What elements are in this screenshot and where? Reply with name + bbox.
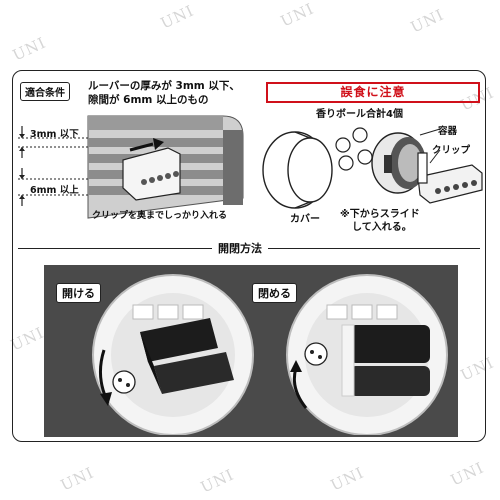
open-close-title: 開閉方法 — [212, 240, 268, 256]
cover-label: カバー — [290, 214, 320, 225]
thickness-label: 3mm 以下 — [30, 129, 79, 140]
close-label: 閉める — [252, 283, 297, 303]
balls-label: 香りボール合計4個 — [316, 109, 403, 120]
watermark-3: UNI — [407, 5, 447, 37]
watermark-11: UNI — [447, 458, 487, 490]
instruction-frame — [12, 70, 486, 442]
choking-warning: 誤食に注意 — [266, 82, 480, 103]
watermark-2: UNI — [277, 0, 317, 31]
louver-illustration — [18, 115, 244, 219]
open-label: 開ける — [56, 283, 101, 303]
conditions-line-1: ルーバーの厚みが 3mm 以下、 — [88, 80, 240, 92]
close-illustration — [286, 274, 448, 435]
watermark-9: UNI — [197, 465, 237, 497]
clip-label: クリップ — [432, 145, 471, 156]
watermark-4: UNI — [9, 33, 49, 65]
watermark-10: UNI — [327, 463, 367, 495]
conditions-tag: 適合条件 — [20, 82, 70, 101]
parts-illustration — [262, 127, 483, 209]
container-label: 容器 — [438, 126, 458, 137]
clip-instruction: クリップを奥までしっかり入れる — [92, 211, 228, 221]
watermark-8: UNI — [57, 463, 97, 495]
conditions-line-2: 隙間が 6mm 以上のもの — [88, 94, 209, 106]
gap-label: 6mm 以上 — [30, 185, 79, 196]
slide-note-line-2: して入れる。 — [352, 222, 412, 233]
slide-note-line-1: ※下からスライド — [340, 209, 420, 220]
open-illustration — [92, 274, 254, 435]
watermark-1: UNI — [157, 1, 197, 33]
